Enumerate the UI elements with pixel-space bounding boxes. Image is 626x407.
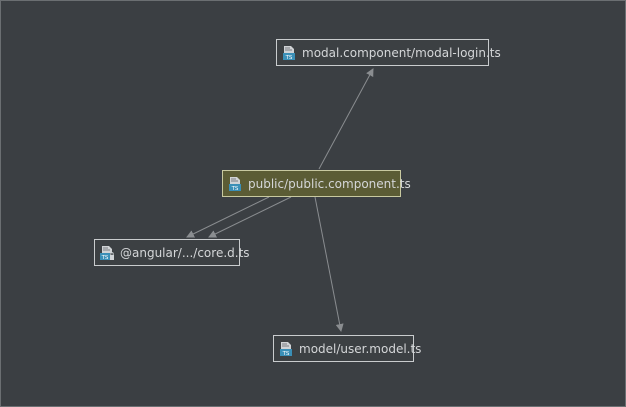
node-label: public/public.component.ts [248, 176, 411, 191]
typescript-file-icon: TS [283, 45, 295, 61]
node-angular-core[interactable]: TS @angular/.../core.d.ts [94, 239, 250, 266]
typescript-file-icon: TS [280, 341, 292, 357]
edge-public-to-core [208, 196, 292, 238]
svg-text:TS: TS [282, 351, 290, 357]
edge-public-to-modal [318, 68, 374, 170]
node-label: @angular/.../core.d.ts [120, 245, 250, 260]
svg-text:TS: TS [231, 186, 239, 192]
node-user-model[interactable]: TS model/user.model.ts [273, 335, 421, 362]
typescript-file-icon: TS [229, 176, 241, 192]
node-label: modal.component/modal-login.ts [302, 45, 501, 60]
svg-text:TS: TS [101, 255, 109, 261]
edge-public-to-user [314, 196, 344, 332]
edge-public-to-core [186, 196, 270, 238]
svg-text:TS: TS [285, 55, 293, 61]
node-modal-login[interactable]: TS modal.component/modal-login.ts [276, 39, 501, 66]
node-public-component[interactable]: TS public/public.component.ts [222, 170, 411, 197]
node-label: model/user.model.ts [299, 341, 422, 356]
typescript-library-file-icon: TS [100, 245, 114, 261]
